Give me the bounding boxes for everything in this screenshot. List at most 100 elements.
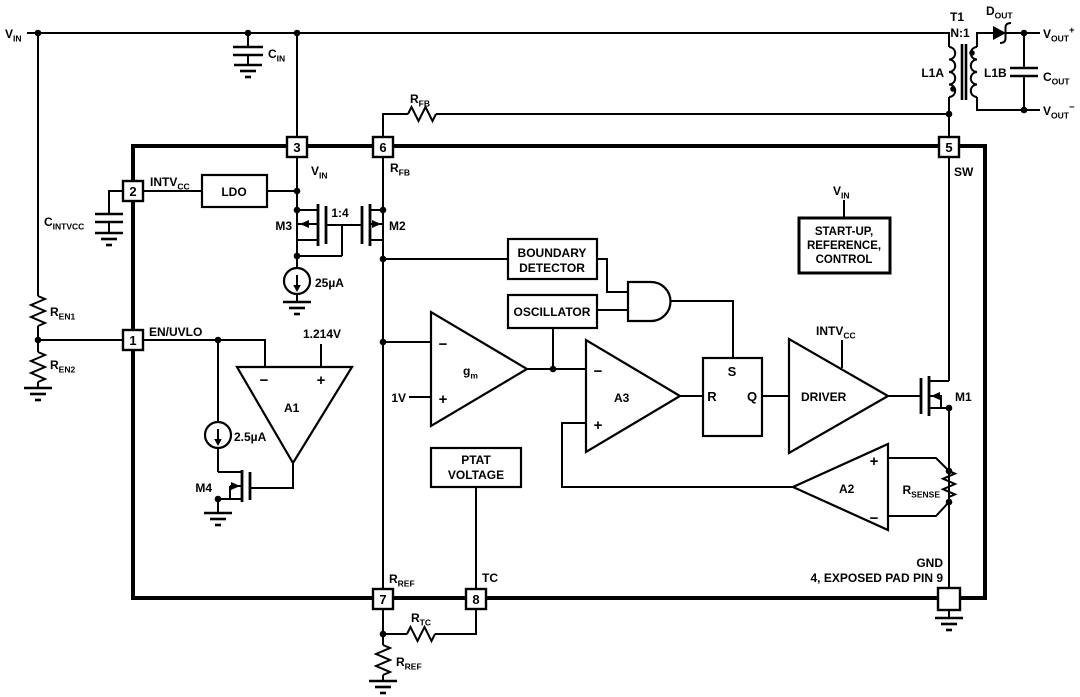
cin-label: CIN <box>268 47 285 64</box>
latch-q-label: Q <box>747 389 757 404</box>
transformer-t1 <box>948 44 978 100</box>
ground-icon-ren2 <box>24 386 52 402</box>
junction-dots <box>34 29 1028 638</box>
resistor-rtc <box>406 624 436 644</box>
pin-6-number: 6 <box>379 140 386 155</box>
pin-7-box <box>371 587 395 611</box>
amp-input-signs: − + − + − + + − <box>260 336 879 527</box>
rsense-label: RSENSE <box>903 483 941 500</box>
gm-label: gm <box>463 364 478 381</box>
boundary-label-line2: DETECTOR <box>519 261 585 275</box>
m2-label: M2 <box>389 219 406 233</box>
ground-icon-m4 <box>204 511 232 527</box>
wire-and-to-s <box>671 300 734 358</box>
pin3-name-label: VIN <box>311 164 328 181</box>
wires <box>27 32 1040 681</box>
pin-3-number: 3 <box>293 140 300 155</box>
a3-label: A3 <box>614 391 630 405</box>
oscillator-label: OSCILLATOR <box>514 305 591 319</box>
pin-6-box <box>371 135 395 159</box>
pin-2-box <box>121 179 145 203</box>
a1-label: A1 <box>284 401 300 415</box>
a2-minus-sign: − <box>870 510 879 527</box>
ground-icon-gndpad <box>935 616 963 632</box>
driver-intvcc-label: INTVCC <box>816 324 856 341</box>
wire-rtc-external <box>383 609 477 635</box>
gnd-pad-box <box>936 586 962 612</box>
ren1-label: REN1 <box>50 305 75 322</box>
secondary-polarity-dot <box>969 50 975 56</box>
driver-triangle <box>787 337 891 455</box>
gm-ref-label: 1V <box>391 391 406 405</box>
ldo-block <box>200 173 269 209</box>
pin-5-number: 5 <box>945 140 952 155</box>
ptat-label-line1: PTAT <box>461 453 491 467</box>
pin8-name-label: TC <box>482 571 498 585</box>
nmos-arrow <box>931 392 940 400</box>
amp-gm <box>429 310 530 428</box>
primary-polarity-dot <box>950 86 956 92</box>
pin-1-number: 1 <box>129 333 136 348</box>
ground-icon-cintvcc <box>95 231 123 247</box>
pin-3-box <box>285 135 309 159</box>
wire-cintvcc <box>108 190 123 233</box>
mirror-ratio-label: 1:4 <box>331 206 349 220</box>
uvlo-ref-label: 1.214V <box>303 327 341 341</box>
rref-external-label: RREF <box>396 655 422 672</box>
ic-outline <box>131 144 987 600</box>
mosfet-m1 <box>919 376 949 416</box>
m4-label: M4 <box>195 481 212 495</box>
cout-label: COUT <box>1043 70 1070 87</box>
diode-anode-triangle <box>993 26 1006 40</box>
mosfet-m4 <box>218 470 252 502</box>
pin2-name-label: INTVCC <box>150 175 190 192</box>
amp-a1-comparator <box>235 365 354 466</box>
resistor-rref-external <box>373 644 393 676</box>
startup-label-line2: REFERENCE, <box>807 240 881 252</box>
pin-2-number: 2 <box>129 184 136 199</box>
labels: VIN CIN T1 N:1 L1A L1B DOUT VOUT+ COUT V… <box>5 4 1075 672</box>
startup-reference-control-block <box>797 216 892 275</box>
pin1-name-label: EN/UVLO <box>149 325 202 339</box>
a2-label: A2 <box>839 482 855 496</box>
rtc-external-label: RTC <box>411 611 431 628</box>
gate-tie <box>297 224 362 257</box>
nmos-arrow <box>231 482 240 490</box>
oscillator-block <box>506 293 599 330</box>
vout-plus-label: VOUT+ <box>1043 25 1075 44</box>
amp-a2-sense <box>790 442 890 532</box>
resistor-ren2 <box>28 351 48 383</box>
wire-secondary-top <box>976 32 993 47</box>
a3-plus-sign: + <box>594 417 603 434</box>
current-source-2p5ua <box>203 420 233 450</box>
arrow-head-down <box>214 439 222 446</box>
vin-supply-label: VIN <box>5 27 22 44</box>
a1-plus-sign: + <box>317 372 326 389</box>
arrow-head-down <box>293 285 301 292</box>
pin-numbers: 3 6 5 2 1 7 8 <box>129 140 952 607</box>
gm-minus-sign: − <box>439 336 448 353</box>
capacitor-cintvcc <box>95 212 123 224</box>
startup-label-line3: CONTROL <box>816 254 873 266</box>
a2-plus-sign: + <box>870 453 879 470</box>
pin6-name-label: RFB <box>390 161 410 178</box>
latch-s-label: S <box>728 364 737 379</box>
wire-a2-plus <box>888 457 950 472</box>
pin-boxes <box>121 135 962 612</box>
capacitor-cin <box>233 45 263 57</box>
cintvcc-label: CINTVCC <box>44 215 84 232</box>
capacitors <box>95 45 1038 224</box>
mirror-current-label: 25µA <box>315 276 344 290</box>
pin7-name-label: RREF <box>389 572 415 589</box>
sr-latch-block <box>701 356 764 438</box>
rfb-external-label: RFB <box>410 92 430 109</box>
winding-l1b <box>969 46 978 98</box>
pin-7-number: 7 <box>379 592 386 607</box>
boundary-detector-block <box>506 237 599 281</box>
wire-pin1-enuvlo <box>38 339 266 367</box>
gnd-label: GND <box>916 556 943 570</box>
wire-a2-minus <box>888 501 950 517</box>
ptat-voltage-block <box>429 446 523 489</box>
